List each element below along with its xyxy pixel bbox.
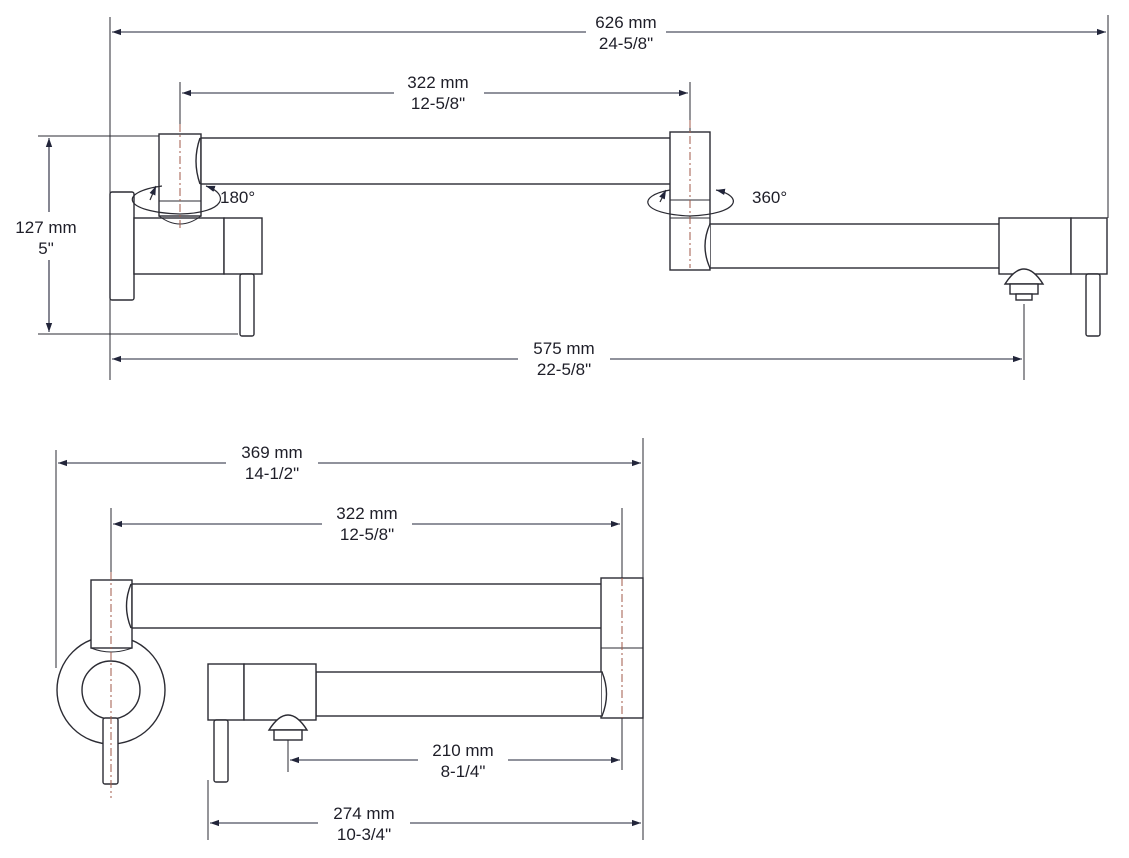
rotation-right-label: 360°: [752, 188, 787, 207]
overall-width-mm: 626 mm: [595, 13, 656, 32]
top-aerator: [267, 714, 309, 731]
top-lower-arm: [315, 671, 603, 717]
left-lever: [239, 273, 255, 337]
rotation-left-label: 180°: [220, 188, 255, 207]
spout-head: [998, 217, 1072, 275]
spout-offset-in: 8-1/4": [441, 762, 486, 781]
reach-mm: 575 mm: [533, 339, 594, 358]
front-view: 626 mm 24-5/8" 322 mm 12-5/8" 127 mm 5" …: [4, 12, 1109, 380]
top-spout-cap: [207, 663, 245, 721]
rotation-360-indicator: [647, 188, 734, 217]
height-mm: 127 mm: [15, 218, 76, 237]
height-in: 5": [38, 239, 54, 258]
extended-length-mm: 369 mm: [241, 443, 302, 462]
folded-length-mm: 274 mm: [333, 804, 394, 823]
top-view: 369 mm 14-1/2" 322 mm 12-5/8" 210 mm 8-1…: [55, 438, 644, 848]
inlet-cap: [223, 217, 263, 275]
top-arm-length-in: 12-5/8": [340, 525, 394, 544]
top-spout-lever: [213, 719, 229, 783]
top-spout-head: [243, 663, 317, 721]
wall-flange: [109, 191, 135, 301]
aerator: [1003, 268, 1045, 285]
arm-length-in: 12-5/8": [411, 94, 465, 113]
top-arm-length-mm: 322 mm: [336, 504, 397, 523]
right-lever: [1085, 273, 1101, 337]
spout-cap: [1070, 217, 1108, 275]
upper-arm: [200, 137, 672, 185]
extended-length-in: 14-1/2": [245, 464, 299, 483]
reach-in: 22-5/8": [537, 360, 591, 379]
folded-length-in: 10-3/4": [337, 825, 391, 844]
inlet-body: [133, 217, 225, 275]
arm-length-mm: 322 mm: [407, 73, 468, 92]
lower-arm: [709, 223, 1001, 269]
spout-offset-mm: 210 mm: [432, 741, 493, 760]
top-upper-arm: [131, 583, 603, 629]
rotation-180-indicator: [131, 185, 222, 215]
overall-width-in: 24-5/8": [599, 34, 653, 53]
